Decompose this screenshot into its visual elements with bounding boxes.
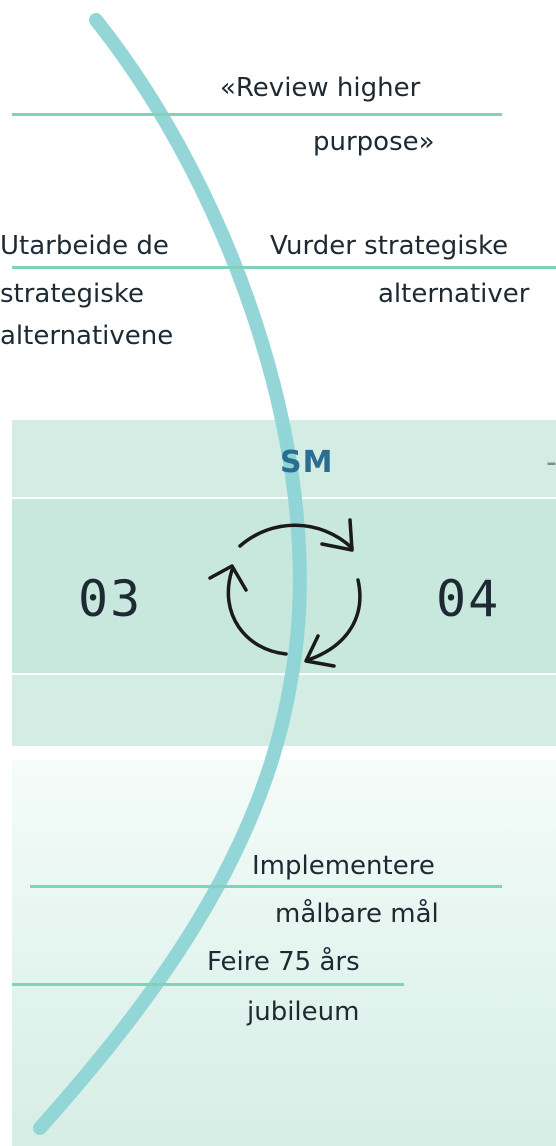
step-number-04: 04 [436,570,501,628]
timeline-arc-path [33,13,307,1135]
review-line-1: «Review higher [220,73,421,103]
implementere-underline [30,885,502,888]
feire-line-1: Feire 75 års [207,947,360,977]
feire-line-2: jubileum [247,997,360,1027]
vurder-line-2: alternativer [378,279,530,309]
review-underline [12,113,502,116]
band-divider-bottom [12,673,556,675]
step-number-03: 03 [78,570,143,628]
review-line-2: purpose» [313,127,435,157]
band-divider-top [12,497,556,499]
lower-panel [12,760,556,1146]
implementere-line-2: målbare mål [275,899,439,929]
band-label-sm: SM [280,445,334,480]
vurder-line-1: Vurder strategiske [270,231,509,261]
utarbeide-line-1: Utarbeide de [0,231,169,261]
feire-underline [12,983,404,986]
implementere-line-1: Implementere [252,851,435,881]
utarbeide-line-3: alternativene [0,321,174,351]
band-dash: - [546,445,556,480]
vurder-underline [12,266,556,269]
utarbeide-line-2: strategiske [0,279,144,309]
